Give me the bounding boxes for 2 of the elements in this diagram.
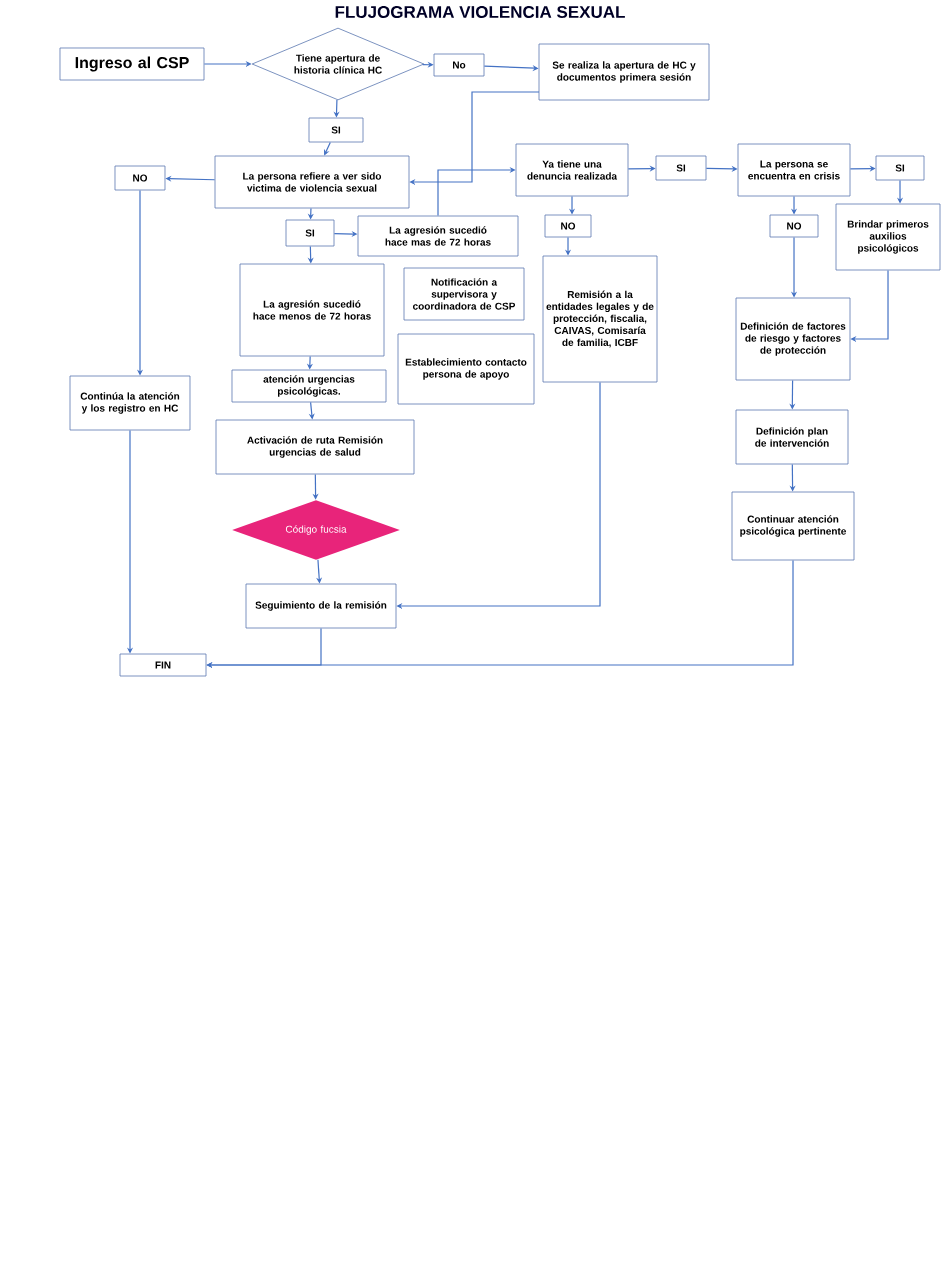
process-box: Ingreso al CSP [59,47,205,81]
title: FLUJOGRAMA VIOLENCIA SEXUAL [335,6,625,18]
